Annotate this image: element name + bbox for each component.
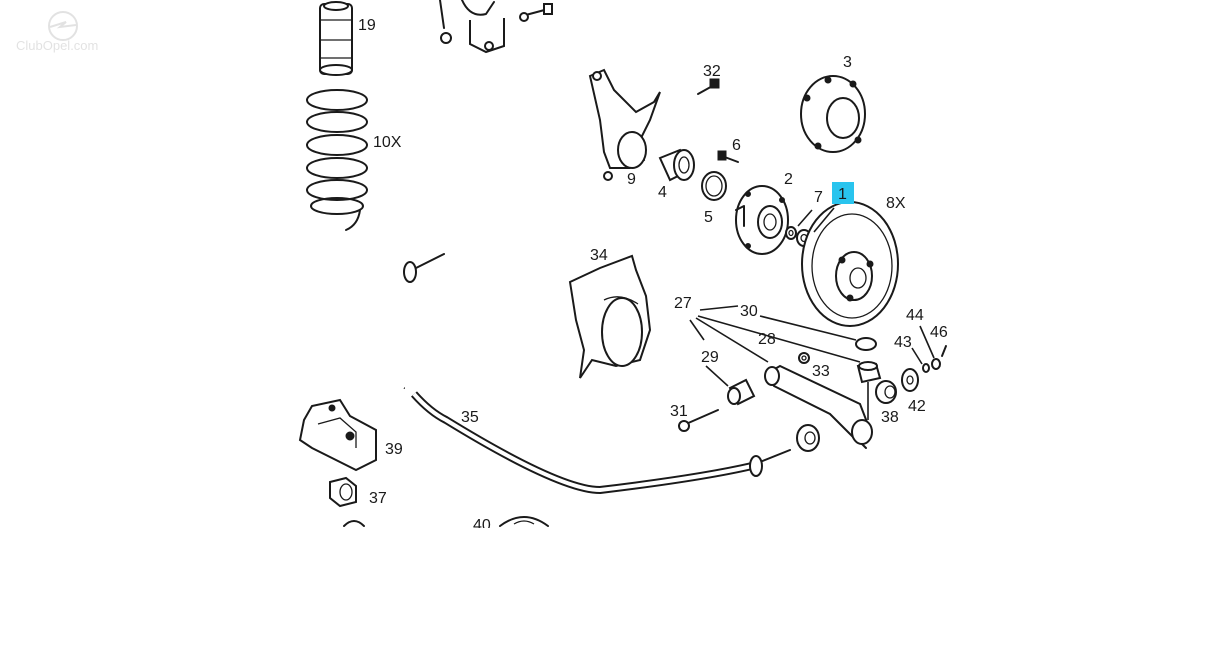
part-46-cotter-pin[interactable] — [941, 345, 947, 357]
part-35-stabiliser-bar[interactable] — [411, 391, 791, 495]
callout-38[interactable]: 38 — [881, 409, 899, 426]
callout-3[interactable]: 3 — [843, 54, 852, 71]
part-5-circlip[interactable] — [701, 171, 727, 201]
callout-43[interactable]: 43 — [894, 334, 912, 351]
part-43-washer[interactable] — [922, 363, 930, 373]
part-38-bush[interactable] — [875, 380, 897, 404]
part-bottom-clipped-left — [343, 520, 365, 527]
part-7-washer[interactable] — [785, 226, 797, 240]
callout-7[interactable]: 7 — [814, 189, 823, 206]
callout-6[interactable]: 6 — [732, 137, 741, 154]
callout-30[interactable]: 30 — [740, 303, 758, 320]
callout-39[interactable]: 39 — [385, 441, 403, 458]
watermark-logo: ClubOpel.com — [16, 11, 98, 53]
callout-labels: 19 10X 32 3 6 9 4 5 2 7 1 8X 34 27 30 28… — [358, 17, 948, 534]
callout-28[interactable]: 28 — [758, 331, 776, 348]
leader-44 — [919, 325, 935, 359]
callout-5[interactable]: 5 — [704, 209, 713, 226]
callout-4[interactable]: 4 — [658, 184, 667, 201]
part-37-bush[interactable] — [329, 476, 357, 508]
leader-27-28 — [697, 315, 861, 363]
leader-1 — [813, 207, 835, 233]
leader-29 — [705, 365, 729, 387]
part-40-clamp[interactable] — [499, 516, 549, 527]
part-stabiliser-bar-upper[interactable] — [333, 253, 445, 390]
part-4-wheel-bearing[interactable] — [658, 148, 695, 182]
callout-19[interactable]: 19 — [358, 17, 376, 34]
leader-30 — [759, 315, 857, 341]
part-top-clamp-bracket[interactable] — [439, 0, 553, 54]
part-28-rubber-bush[interactable] — [856, 361, 882, 384]
leader-7 — [797, 209, 813, 227]
callout-46[interactable]: 46 — [930, 324, 948, 341]
part-39-mounting-bracket[interactable] — [298, 398, 377, 472]
callout-37[interactable]: 37 — [369, 490, 387, 507]
leader-27-arm — [695, 317, 769, 363]
callout-31[interactable]: 31 — [670, 403, 688, 420]
part-front-bush[interactable] — [796, 424, 820, 452]
bottom-crop-mask — [280, 528, 980, 640]
part-control-arm[interactable] — [764, 364, 873, 449]
part-42-washer[interactable] — [901, 368, 919, 392]
callout-27[interactable]: 27 — [674, 295, 692, 312]
leader-43 — [911, 347, 923, 365]
part-30-clip[interactable] — [855, 337, 877, 351]
part-2-hub[interactable] — [735, 185, 789, 255]
callout-33[interactable]: 33 — [812, 363, 830, 380]
part-44-nut[interactable] — [931, 358, 941, 370]
part-32-bolt[interactable] — [697, 78, 720, 95]
leader-27-29 — [689, 319, 705, 341]
part-9-steering-knuckle[interactable] — [588, 68, 661, 181]
callout-34[interactable]: 34 — [590, 247, 608, 264]
callout-44[interactable]: 44 — [906, 307, 924, 324]
part-6-bolt[interactable] — [717, 150, 739, 163]
part-33-washer[interactable] — [798, 352, 810, 364]
leader-lines — [689, 207, 935, 420]
highlight-box-part-1 — [832, 182, 854, 204]
watermark-text: ClubOpel.com — [16, 38, 98, 53]
callout-8x[interactable]: 8X — [886, 195, 906, 212]
part-3-hub-flange[interactable] — [800, 75, 866, 153]
leader-27-30 — [699, 305, 739, 311]
part-34-splash-shield[interactable] — [568, 254, 652, 379]
callout-29[interactable]: 29 — [701, 349, 719, 366]
part-31-bolt[interactable] — [678, 409, 719, 432]
callout-32[interactable]: 32 — [703, 63, 721, 80]
part-19-bump-boot[interactable] — [319, 1, 353, 76]
callout-1[interactable]: 1 — [838, 186, 847, 203]
part-10x-coil-spring[interactable] — [306, 89, 368, 231]
callout-9[interactable]: 9 — [627, 171, 636, 188]
callout-2[interactable]: 2 — [784, 171, 793, 188]
callout-42[interactable]: 42 — [908, 398, 926, 415]
callout-35[interactable]: 35 — [461, 409, 479, 426]
part-29-bush[interactable] — [727, 378, 756, 406]
callout-10x[interactable]: 10X — [373, 134, 402, 151]
part-8x-brake-disc[interactable] — [801, 201, 899, 327]
